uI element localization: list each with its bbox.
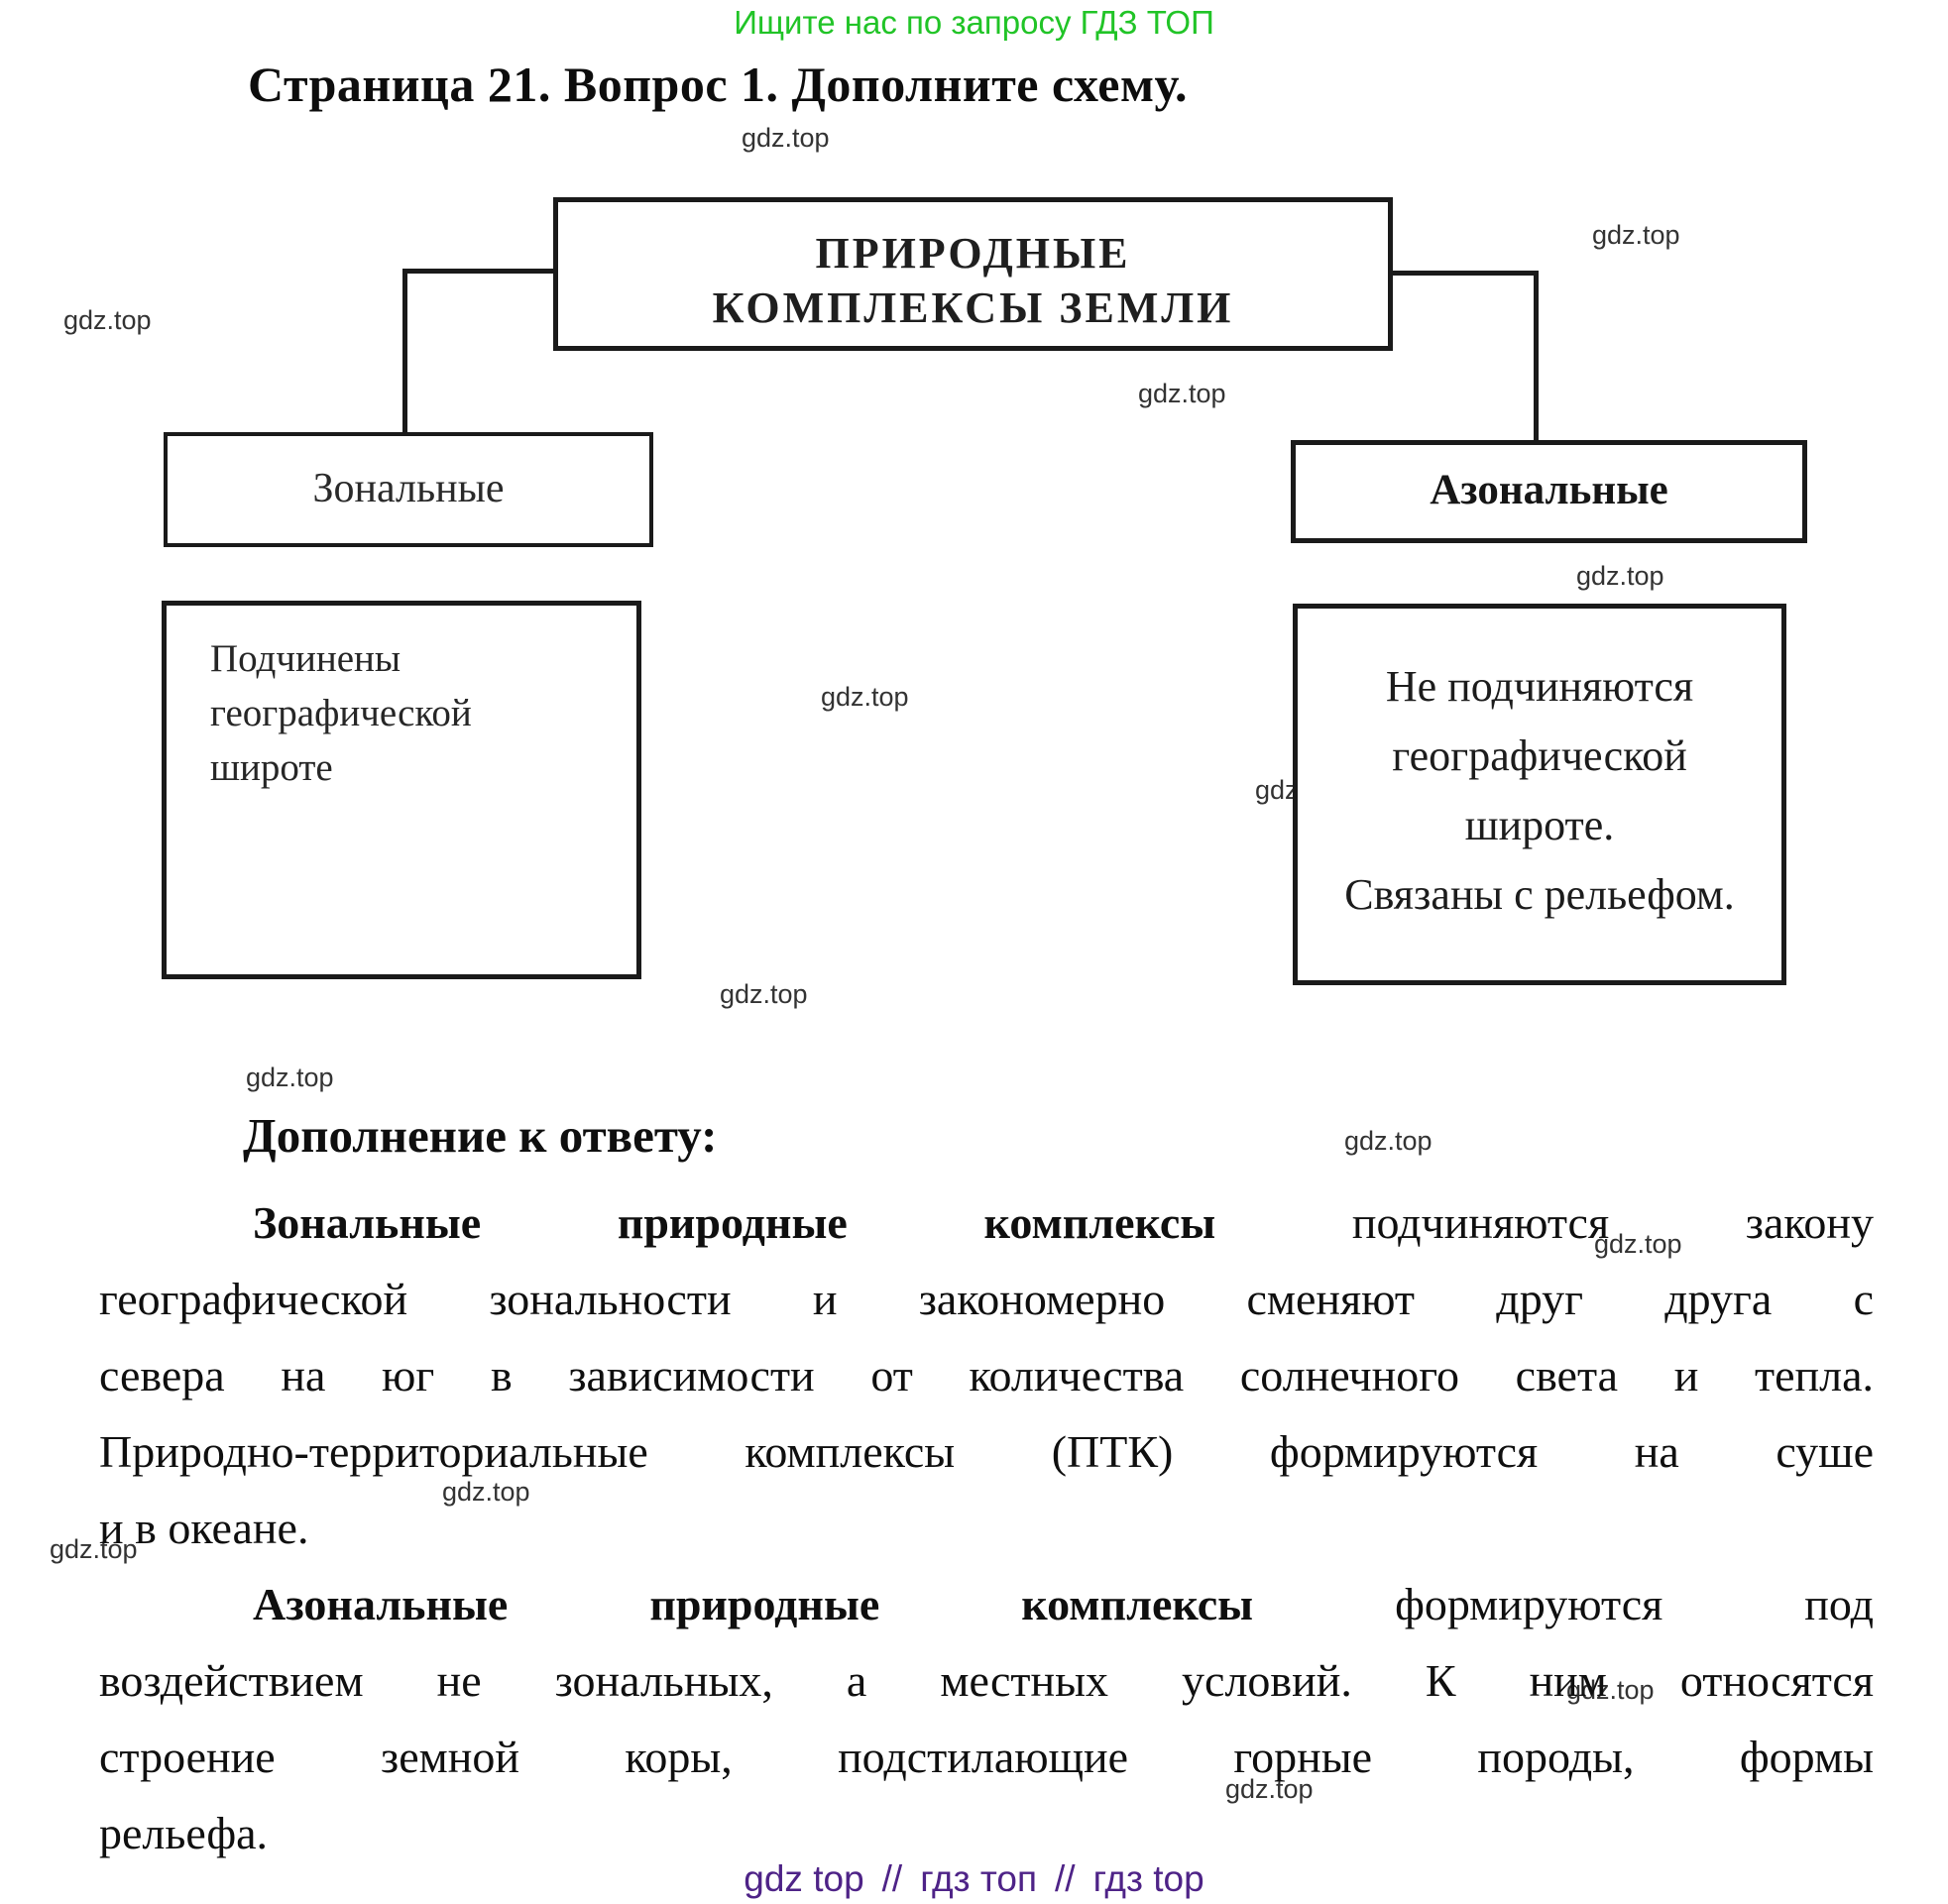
paragraph-line: Природно-территориальные комплексы (ПТК)… [99, 1426, 1874, 1477]
azonal-description-line: Связаны с рельефом. [1344, 870, 1735, 919]
watermark: gdz.top [742, 123, 830, 153]
footer: gdz top // гдз топ // гдз top [0, 1857, 1948, 1901]
connector-line [1387, 271, 1539, 276]
watermark: gdz.top [63, 305, 152, 335]
footer-separator: // [881, 1858, 903, 1899]
diagram-zonal-box: Зональные [164, 432, 653, 547]
footer-separator: // [1055, 1858, 1076, 1899]
watermark: gdz.top [720, 979, 808, 1009]
connector-line [1534, 271, 1539, 442]
diagram-root-label-line2: КОМПЛЕКСЫ ЗЕМЛИ [712, 283, 1234, 332]
paragraph-line: Зональные природные комплексы подчиняютс… [99, 1184, 1874, 1261]
answer-section: Дополнение к ответу: Зональные природные… [99, 1098, 1874, 1871]
footer-link-gdz-top-mixed[interactable]: гдз top [1092, 1858, 1204, 1899]
bold-term: Зональные природные комплексы [253, 1197, 1216, 1248]
paragraph-line: Азональные природные комплексы формируют… [99, 1566, 1874, 1642]
paragraph-line: рельефа. [99, 1808, 269, 1858]
watermark: gdz.top [821, 682, 909, 712]
diagram-azonal-label: Азональные [1430, 467, 1668, 513]
azonal-description-line: географической [1392, 731, 1687, 780]
diagram-zonal-description: Подчинены географической широте [162, 601, 641, 979]
zonal-description-line: географической [210, 692, 472, 734]
watermark: gdz.top [1576, 561, 1664, 591]
promo-banner: Ищите нас по запросу ГДЗ ТОП [734, 4, 1214, 41]
line-text: подчиняются закону [1215, 1197, 1874, 1248]
watermark: gdz.top [50, 1534, 138, 1564]
watermark: gdz.top [442, 1477, 530, 1507]
azonal-description-line: широте. [1464, 801, 1615, 849]
diagram-azonal-description: Не подчиняются географической широте. Св… [1293, 604, 1786, 985]
diagram-root-label-line1: ПРИРОДНЫЕ [815, 229, 1131, 278]
watermark: gdz.top [1594, 1229, 1682, 1259]
paragraph-line: воздействием не зональных, а местных усл… [99, 1655, 1874, 1706]
paragraph-line: севера на юг в зависимости от количества… [99, 1350, 1874, 1400]
watermark: gdz.top [1138, 379, 1226, 408]
page-title: Страница 21. Вопрос 1. Дополните схему. [248, 56, 1189, 112]
zonal-description-line: широте [210, 746, 333, 789]
paragraph-line: строение земной коры, подстилающие горны… [99, 1732, 1874, 1782]
footer-link-gdz-top[interactable]: gdz top [744, 1858, 864, 1899]
diagram-zonal-label: Зональные [312, 466, 505, 511]
diagram-root-box: ПРИРОДНЫЕ КОМПЛЕКСЫ ЗЕМЛИ [553, 197, 1393, 351]
answer-heading: Дополнение к ответу: [243, 1108, 718, 1163]
bold-term: Азональные природные комплексы [253, 1579, 1254, 1629]
paragraph-line: географической зональности и закономерно… [99, 1274, 1874, 1324]
zonal-description-line: Подчинены [210, 637, 401, 680]
diagram-azonal-box: Азональные [1291, 440, 1807, 543]
watermark: gdz.top [1566, 1675, 1655, 1705]
footer-link-gdz-top-ru[interactable]: гдз топ [920, 1858, 1038, 1899]
connector-line [402, 269, 558, 274]
paragraph-line: и в океане. [99, 1503, 309, 1553]
line-text: формируются под [1253, 1579, 1874, 1629]
connector-line [402, 269, 407, 434]
watermark: gdz.top [1344, 1126, 1432, 1156]
azonal-description-line: Не подчиняются [1385, 662, 1694, 711]
watermark: gdz.top [1225, 1774, 1314, 1804]
watermark: gdz.top [1592, 220, 1680, 250]
watermark: gdz.top [246, 1063, 334, 1092]
